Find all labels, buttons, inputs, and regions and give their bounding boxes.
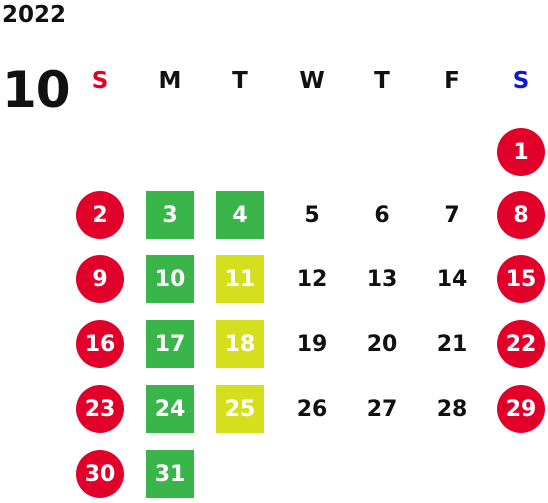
day-cell-22: 22 — [497, 320, 545, 368]
day-cell-23: 23 — [76, 385, 124, 433]
day-cell-27: 27 — [366, 396, 398, 422]
day-cell-5: 5 — [304, 202, 320, 228]
day-cell-14: 14 — [436, 266, 468, 292]
day-cell-13: 13 — [366, 266, 398, 292]
weekday-0: S — [91, 68, 109, 94]
weekday-2: T — [232, 68, 248, 94]
day-cell-30: 30 — [76, 450, 124, 498]
day-cell-9: 9 — [76, 255, 124, 303]
month-label: 10 — [2, 61, 71, 119]
day-cell-4: 4 — [216, 191, 264, 239]
weekday-1: M — [158, 68, 182, 94]
weekday-3: W — [299, 68, 325, 94]
day-cell-7: 7 — [444, 202, 460, 228]
day-cell-20: 20 — [366, 331, 398, 357]
day-cell-17: 17 — [146, 320, 194, 368]
day-cell-28: 28 — [436, 396, 468, 422]
day-cell-8: 8 — [497, 191, 545, 239]
day-cell-25: 25 — [216, 385, 264, 433]
day-cell-3: 3 — [146, 191, 194, 239]
day-cell-29: 29 — [497, 385, 545, 433]
day-cell-2: 2 — [76, 191, 124, 239]
day-cell-26: 26 — [296, 396, 328, 422]
weekday-4: T — [374, 68, 390, 94]
day-cell-11: 11 — [216, 255, 264, 303]
day-cell-1: 1 — [497, 128, 545, 176]
day-cell-10: 10 — [146, 255, 194, 303]
year-label: 2022 — [2, 2, 67, 28]
day-cell-31: 31 — [146, 450, 194, 498]
day-cell-19: 19 — [296, 331, 328, 357]
day-cell-24: 24 — [146, 385, 194, 433]
day-cell-18: 18 — [216, 320, 264, 368]
day-cell-16: 16 — [76, 320, 124, 368]
day-cell-15: 15 — [497, 255, 545, 303]
day-cell-6: 6 — [374, 202, 390, 228]
weekday-5: F — [444, 68, 460, 94]
day-cell-21: 21 — [436, 331, 468, 357]
day-cell-12: 12 — [296, 266, 328, 292]
weekday-6: S — [512, 68, 530, 94]
